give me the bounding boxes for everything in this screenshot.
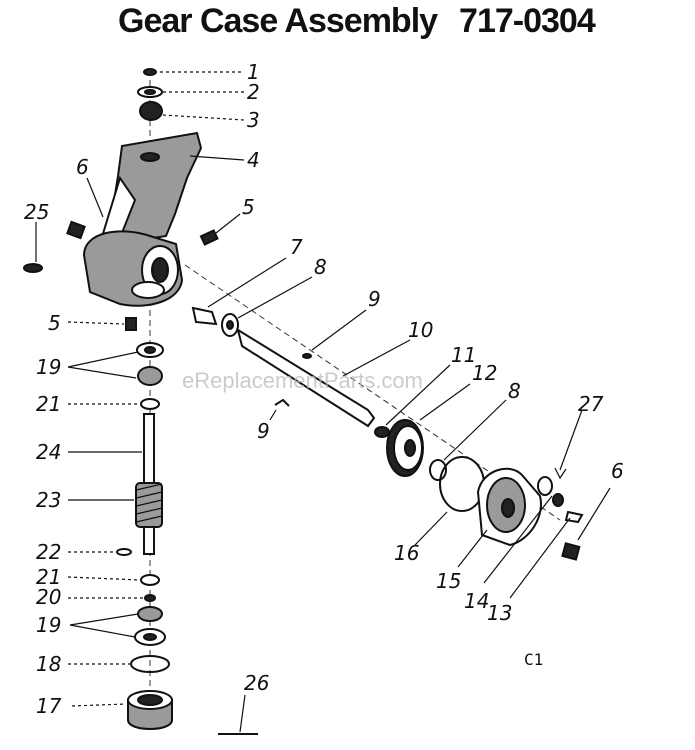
part-11-nut	[374, 426, 390, 438]
callout-1: 1	[247, 60, 260, 84]
callout-3: 3	[247, 108, 260, 132]
part-4-gear-housing	[82, 131, 203, 307]
part-3-bearing	[139, 101, 163, 121]
part-25-fitting	[23, 263, 43, 273]
part-20-washer	[144, 594, 156, 602]
callout-21-upper: 21	[36, 392, 61, 416]
part-6-nut	[66, 220, 86, 240]
callout-13: 13	[487, 601, 512, 625]
part-23-worm	[135, 482, 163, 528]
callout-4: 4	[247, 148, 260, 172]
part-15-cover	[476, 467, 542, 547]
part-6-nut-right	[561, 542, 581, 561]
callout-10: 10	[408, 318, 433, 342]
callout-6-left: 6	[76, 155, 89, 179]
callout-2: 2	[247, 80, 260, 104]
part-10-shaft	[236, 327, 376, 428]
callout-7: 7	[290, 235, 303, 259]
part-5-lower-screw	[125, 317, 137, 331]
callout-17: 17	[36, 694, 62, 718]
callout-8-upper: 8	[314, 255, 327, 279]
callout-27-arrowhead	[554, 467, 567, 480]
callout-14: 14	[464, 589, 489, 613]
part-18-o-ring	[130, 655, 170, 673]
callout-5-lower: 5	[48, 311, 61, 335]
callout-23: 23	[36, 488, 61, 512]
part-16-o-ring	[439, 456, 485, 512]
callout-20: 20	[36, 585, 61, 609]
callout-25: 25	[24, 200, 49, 224]
watermark: eReplacementParts.com	[182, 368, 423, 393]
callout-27: 27	[578, 392, 604, 416]
callout-19-lower: 19	[36, 613, 61, 637]
part-12-gear	[386, 419, 424, 477]
part-13-bolt	[564, 510, 584, 524]
callout-11: 11	[451, 343, 476, 367]
part-2-hole	[144, 89, 156, 95]
part-9-key	[302, 353, 312, 359]
part-19-bearing-cone	[137, 366, 163, 386]
part-5-upper-screw	[199, 229, 219, 246]
part-7-seal	[191, 306, 218, 326]
callout-15: 15	[436, 569, 461, 593]
callout-16: 16	[394, 541, 419, 565]
part-1-nut	[143, 68, 157, 76]
diagram-title: Gear Case Assembly 717-0304	[118, 2, 596, 41]
part-22-key	[116, 548, 132, 556]
title-text: Gear Case Assembly	[118, 2, 438, 40]
part-21-spacer	[140, 398, 160, 410]
callout-24: 24	[36, 440, 61, 464]
callout-26: 26	[244, 671, 269, 695]
callout-18: 18	[36, 652, 61, 676]
part-9-key-lower	[274, 398, 290, 407]
part-21-spacer-2	[140, 574, 160, 586]
callout-6-right: 6	[611, 459, 624, 483]
callout-8-lower: 8	[508, 379, 521, 403]
diagonal-axis	[184, 264, 561, 521]
callout-21-lower: 21	[36, 565, 61, 589]
callout-9-upper: 9	[368, 287, 381, 311]
callout-12: 12	[472, 361, 497, 385]
model-number: 717-0304	[459, 2, 596, 40]
callout-5-upper: 5	[242, 195, 255, 219]
callout-19-upper: 19	[36, 355, 61, 379]
corner-code: C1	[524, 650, 543, 669]
part-27-washer	[537, 476, 553, 496]
part-17-collar-nut	[127, 690, 173, 730]
callout-22: 22	[36, 540, 61, 564]
callout-9-lower: 9	[257, 419, 270, 443]
part-19-bearing-cone-2	[137, 606, 163, 622]
part-14-lockwasher	[552, 493, 564, 507]
